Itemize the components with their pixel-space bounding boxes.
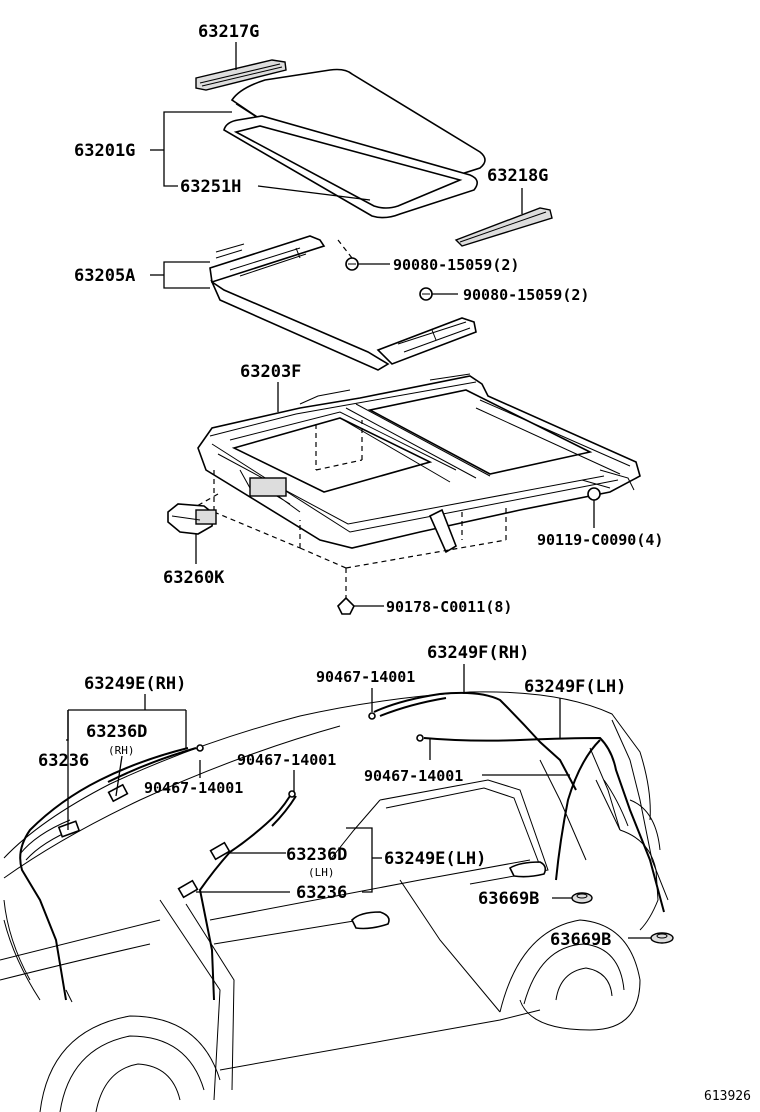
grommet-a-part: [571, 892, 593, 904]
label-63249E-RH: 63249E(RH): [84, 674, 186, 694]
vehicle-body-outline: [0, 691, 669, 1112]
label-90467-d: 90467-14001: [364, 767, 463, 785]
bracket-63205A: [163, 261, 210, 289]
label-90467-a: 90467-14001: [316, 668, 415, 686]
label-90467-b: 90467-14001: [237, 751, 336, 769]
label-63236D-top: 63236D: [86, 722, 147, 742]
label-63260K: 63260K: [163, 568, 225, 588]
screw-b-part: [419, 287, 433, 301]
glass-weatherstrip-part: [223, 115, 478, 219]
drain-hoses: [19, 691, 665, 1003]
figure-id: 613926: [704, 1089, 751, 1104]
screw-a-part: [345, 257, 359, 271]
glass-frame-part: [209, 235, 477, 371]
label-90467-c: 90467-14001: [144, 779, 243, 797]
label-63218G: 63218G: [487, 166, 548, 186]
label-63249E-LH: 63249E(LH): [384, 849, 486, 869]
label-63249F-LH: 63249F(LH): [524, 677, 626, 697]
label-63217G: 63217G: [198, 22, 259, 42]
dashed-projections: [189, 420, 507, 600]
grommet-b-part: [650, 932, 674, 944]
label-63205A: 63205A: [74, 266, 135, 286]
sunroof-housing-part: [197, 373, 641, 554]
deflector-rear-part: [454, 207, 553, 247]
bracket-63249E-LH: [346, 827, 373, 893]
label-90119: 90119-C0090(4): [537, 531, 663, 549]
deflector-front-part: [195, 59, 287, 91]
label-63251H: 63251H: [180, 177, 241, 197]
clip-90178-part: [337, 596, 355, 615]
label-63201G: 63201G: [74, 141, 135, 161]
label-63236-lh: 63236: [296, 883, 347, 903]
label-90178: 90178-C0011(8): [386, 598, 512, 616]
label-90080-a: 90080-15059(2): [393, 256, 519, 274]
label-63249F-RH: 63249F(RH): [427, 643, 529, 663]
sunroof-motor-part: [167, 503, 217, 535]
label-63236-top: 63236: [38, 751, 89, 771]
label-63236D-lh: 63236D: [286, 845, 347, 865]
label-63669B-b: 63669B: [550, 930, 611, 950]
label-rh-note: (RH): [108, 744, 135, 757]
bracket-63201G: [163, 111, 232, 187]
label-63203F: 63203F: [240, 362, 301, 382]
label-63669B-a: 63669B: [478, 889, 539, 909]
bolt-90119-part: [587, 487, 601, 501]
label-90080-b: 90080-15059(2): [463, 286, 589, 304]
label-lh-note: (LH): [308, 866, 335, 879]
